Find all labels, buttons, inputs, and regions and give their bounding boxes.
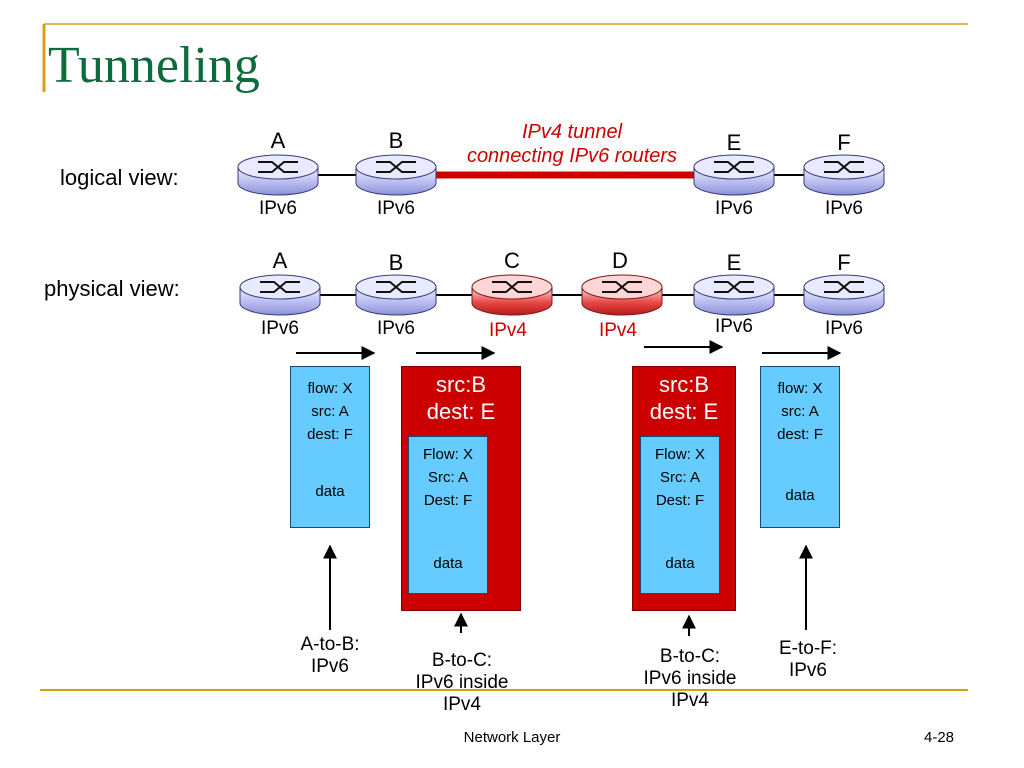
page-number: 4-28 — [924, 729, 955, 746]
packet-flow-field: Flow: X — [422, 446, 473, 463]
hop-caption: B-to-C: IPv6 inside IPv4 — [644, 646, 737, 712]
packet-flow-field: flow: X — [307, 380, 353, 397]
ipv4-header: src:B dest: E — [633, 371, 735, 425]
hop-caption-line: IPv4 — [442, 694, 482, 715]
router-icon — [803, 274, 885, 316]
router-icon — [237, 154, 319, 196]
hop-caption-line: IPv4 — [670, 690, 710, 711]
packet-src-field: Src: A — [427, 469, 468, 486]
ipv4-src-field: src:B — [658, 372, 710, 397]
packet-data-field: data — [785, 487, 815, 504]
hop-caption-line: E-to-F: — [778, 638, 838, 659]
router-icon — [471, 274, 553, 316]
router-label: B — [388, 128, 404, 153]
hop-caption-line: IPv6 inside — [643, 668, 737, 689]
router-icon — [693, 154, 775, 196]
router-icon — [581, 274, 663, 316]
router-proto-label: IPv6 — [258, 198, 298, 219]
router-label: F — [837, 250, 851, 275]
router-proto-label: IPv6 — [376, 318, 416, 339]
packet-flow-field: flow: X — [777, 380, 823, 397]
footer-text: Network Layer — [463, 729, 561, 746]
hop-caption-line: IPv6 — [310, 656, 350, 677]
router-proto-label: IPv6 — [260, 318, 300, 339]
hop-caption: B-to-C: IPv6 inside IPv4 — [416, 650, 509, 716]
tunnel-caption-line: connecting IPv6 routers — [466, 145, 678, 167]
tunnel-caption: IPv4 tunnel connecting IPv6 routers — [467, 120, 677, 168]
hop-caption: A-to-B: IPv6 — [300, 634, 359, 678]
router-proto-label: IPv4 — [488, 320, 528, 341]
packet-data-field: data — [315, 483, 345, 500]
packet-src-field: Src: A — [659, 469, 700, 486]
packet-src-field: src: A — [311, 403, 349, 420]
physical-view-label: physical view: — [44, 276, 180, 301]
router-icon — [355, 274, 437, 316]
ipv6-datagram-inner: Flow: X Src: A Dest: F data — [640, 436, 720, 594]
router-label: B — [388, 250, 404, 275]
slide-title: Tunneling — [48, 37, 260, 94]
packet-flow-field: Flow: X — [654, 446, 705, 463]
packet-dest-field: Dest: F — [655, 492, 705, 509]
hop-caption: E-to-F: IPv6 — [779, 638, 837, 682]
router-proto-label: IPv6 — [376, 198, 416, 219]
ipv4-dest-field: dest: E — [649, 399, 719, 424]
router-proto-label: IPv6 — [824, 198, 864, 219]
ipv6-datagram-inner: Flow: X Src: A Dest: F data — [408, 436, 488, 594]
router-proto-label: IPv6 — [714, 316, 754, 337]
router-label: A — [270, 128, 286, 153]
packet-src-field: src: A — [781, 403, 819, 420]
tunnel-caption-line: IPv4 tunnel — [521, 121, 623, 143]
router-label: E — [726, 250, 742, 275]
packet-dest-field: dest: F — [777, 426, 823, 443]
router-proto-label: IPv4 — [598, 320, 638, 341]
ipv6-datagram: flow: X src: A dest: F data — [760, 366, 840, 528]
packet-data-field: data — [665, 555, 695, 572]
packet-dest-field: dest: F — [307, 426, 353, 443]
ipv6-datagram: flow: X src: A dest: F data — [290, 366, 370, 528]
router-icon — [355, 154, 437, 196]
router-label: C — [504, 248, 520, 273]
hop-caption-line: B-to-C: — [659, 646, 721, 667]
hop-caption-line: B-to-C: — [431, 650, 493, 671]
logical-view-label: logical view: — [60, 165, 179, 190]
router-label: A — [272, 248, 288, 273]
router-label: F — [837, 130, 851, 155]
router-label: D — [612, 248, 628, 273]
ipv4-dest-field: dest: E — [426, 399, 496, 424]
hop-caption-line: IPv6 inside — [415, 672, 509, 693]
hop-caption-line: A-to-B: — [300, 634, 360, 655]
packet-dest-field: Dest: F — [423, 492, 473, 509]
router-proto-label: IPv6 — [714, 198, 754, 219]
router-icon — [239, 274, 321, 316]
router-label: E — [726, 130, 742, 155]
ipv4-header: src:B dest: E — [402, 371, 520, 425]
router-proto-label: IPv6 — [824, 318, 864, 339]
router-icon — [693, 274, 775, 316]
ipv4-src-field: src:B — [435, 372, 487, 397]
hop-caption-line: IPv6 — [788, 660, 828, 681]
router-icon — [803, 154, 885, 196]
packet-data-field: data — [433, 555, 463, 572]
